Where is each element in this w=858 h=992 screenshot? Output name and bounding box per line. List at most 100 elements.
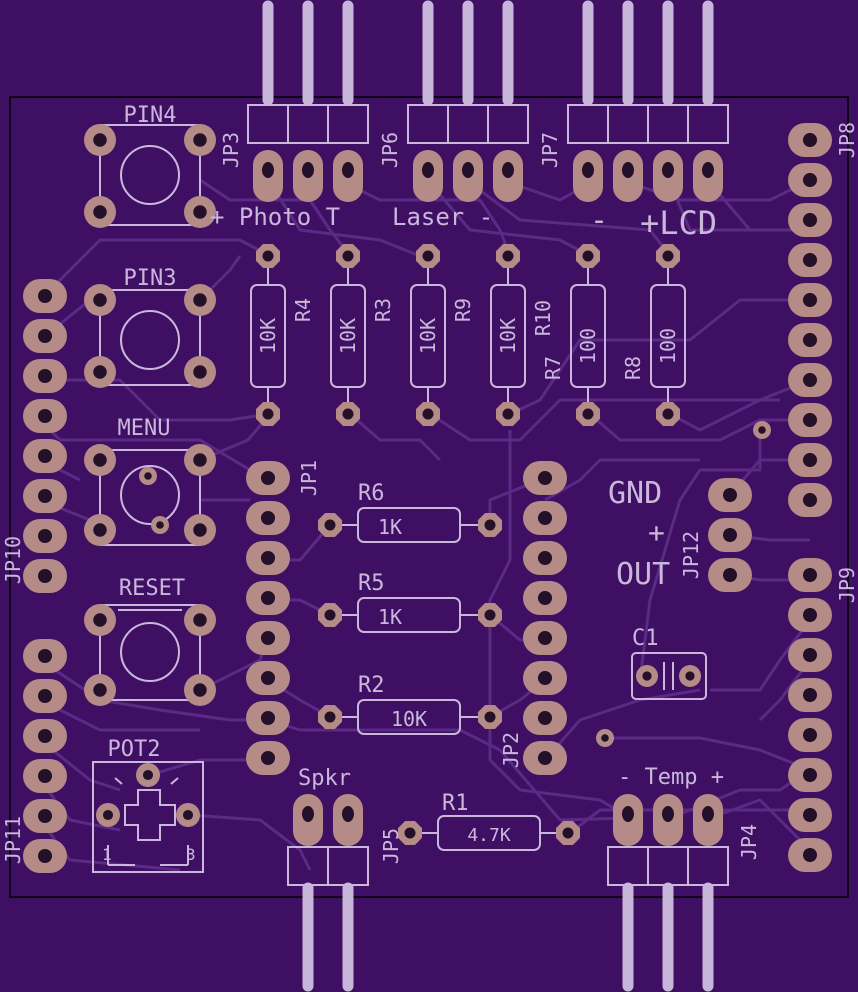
label-r6: R6 — [358, 481, 385, 506]
jp8-pad — [788, 483, 832, 517]
jp10-pad — [23, 359, 67, 393]
label-photo-header: + Photo T — [210, 203, 340, 231]
label-pot2: POT2 — [108, 737, 161, 762]
jp4-pad — [613, 794, 643, 846]
switch-pad — [184, 444, 216, 476]
jp8-pad — [788, 323, 832, 357]
pot2-pad — [96, 803, 120, 827]
label-lcd-minus: - — [590, 203, 608, 238]
resistor-pad — [336, 244, 360, 268]
label-r2: R2 — [358, 673, 385, 698]
jp3-pad — [333, 150, 363, 202]
resistor-pad — [656, 244, 680, 268]
pot2-pad — [176, 803, 200, 827]
label-jp12: JP12 — [679, 531, 703, 579]
switch-pad — [84, 444, 116, 476]
jp9-pad — [788, 758, 832, 792]
jp9-pad — [788, 638, 832, 672]
label-lcd-plus: +LCD — [640, 204, 717, 242]
label-jp7: JP7 — [538, 132, 562, 168]
label-jp9: JP9 — [835, 567, 858, 603]
label-gnd: GND — [608, 476, 662, 511]
resistor-pad — [336, 402, 360, 426]
label-r4: R4 — [291, 298, 315, 322]
resistor-pad — [318, 603, 342, 627]
value-r10: 10K — [496, 318, 520, 354]
switch-pad — [84, 604, 116, 636]
label-spkr: Spkr — [298, 766, 351, 791]
label-pot-pin1: 1 — [102, 845, 112, 864]
switch-pad — [184, 604, 216, 636]
resistor-pad — [478, 603, 502, 627]
value-r6: 1K — [378, 515, 402, 539]
jp9-pad — [788, 718, 832, 752]
label-laser-header: Laser - — [392, 203, 493, 231]
switch-pad — [84, 514, 116, 546]
label-jp6: JP6 — [378, 132, 402, 168]
jp8-pad — [788, 443, 832, 477]
resistor-pad — [576, 244, 600, 268]
jp6-pad — [453, 150, 483, 202]
jp5-pad — [333, 794, 363, 846]
jp10-pad — [23, 519, 67, 553]
jp11-pad — [23, 759, 67, 793]
jp11-pad — [23, 639, 67, 673]
jp10-pad — [23, 399, 67, 433]
resistor-pad — [318, 513, 342, 537]
jp4-pad — [653, 794, 683, 846]
jp1-pad — [246, 461, 290, 495]
value-r2: 10K — [391, 707, 427, 731]
jp9-pad — [788, 838, 832, 872]
value-r4: 10K — [256, 318, 280, 354]
label-menu: MENU — [118, 416, 171, 441]
jp1-pad — [246, 541, 290, 575]
header-pins — [262, 0, 714, 992]
jp4-pad — [693, 794, 723, 846]
switch-pad — [84, 284, 116, 316]
jp11-pad — [23, 679, 67, 713]
label-temp: - Temp + — [618, 765, 724, 790]
label-reset: RESET — [119, 576, 185, 601]
label-out: OUT — [616, 557, 670, 592]
jp2-pad — [523, 661, 567, 695]
label-r1: R1 — [442, 791, 469, 816]
jp10-pad — [23, 479, 67, 513]
via-pad — [596, 729, 614, 747]
resistor-pad — [478, 513, 502, 537]
resistor-pad — [576, 402, 600, 426]
value-r9: 10K — [416, 318, 440, 354]
resistor-pad — [478, 705, 502, 729]
resistor-pad — [398, 821, 422, 845]
switch-extra-pad — [151, 516, 169, 534]
value-r3: 10K — [336, 318, 360, 354]
label-jp11: JP11 — [1, 816, 25, 864]
jp6-pad — [493, 150, 523, 202]
jp9-pad — [788, 798, 832, 832]
switch-pad — [84, 674, 116, 706]
jp12-pad — [708, 558, 752, 592]
jp12-pad — [708, 478, 752, 512]
jp2-pad — [523, 701, 567, 735]
switch-pad — [184, 124, 216, 156]
jp2-pad — [523, 621, 567, 655]
jp10-pad — [23, 439, 67, 473]
resistor-pad — [556, 821, 580, 845]
label-pot-pin3: 3 — [186, 845, 196, 864]
label-jp10: JP10 — [1, 536, 25, 584]
label-r3: R3 — [371, 298, 395, 322]
jp8-pad — [788, 163, 832, 197]
value-r7: 100 — [576, 328, 600, 364]
switch-pad — [184, 674, 216, 706]
c1-pad — [636, 665, 658, 687]
jp9-pad — [788, 558, 832, 592]
label-jp3: JP3 — [219, 132, 243, 168]
label-pin4: PIN4 — [124, 103, 177, 128]
label-jp5: JP5 — [379, 828, 403, 864]
label-c1: C1 — [632, 626, 659, 651]
switch-extra-pad — [139, 467, 157, 485]
resistor-pad — [416, 244, 440, 268]
jp9-pad — [788, 678, 832, 712]
value-r5: 1K — [378, 605, 402, 629]
jp2-pad — [523, 581, 567, 615]
resistor-pad — [656, 402, 680, 426]
